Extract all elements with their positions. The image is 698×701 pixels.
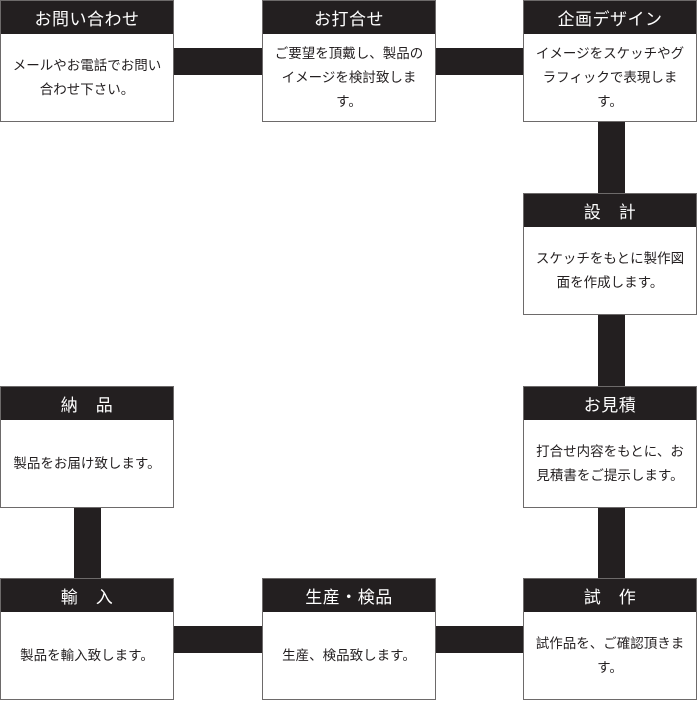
connector: [174, 626, 263, 653]
step-text: 試作品を、ご確認頂きます。: [535, 635, 685, 676]
step-title: お打合せ: [263, 1, 435, 34]
step-import: 輸 入製品を輸入致します。: [0, 578, 174, 700]
step-text: イメージをスケッチやグラフィックで表現します。: [535, 45, 685, 110]
step-text: 製品を輸入致します。: [20, 647, 154, 664]
step-title: お見積: [524, 387, 696, 420]
step-title: 試 作: [524, 579, 696, 612]
connector: [436, 48, 524, 75]
step-production: 生産・検品生産、検品致します。: [262, 578, 436, 700]
step-title: 納 品: [1, 387, 173, 420]
step-title: 設 計: [524, 194, 696, 227]
step-title: 生産・検品: [263, 579, 435, 612]
step-quote: お見積打合せ内容をもとに、お見積書をご提示します。: [523, 386, 697, 508]
step-prototype: 試 作試作品を、ご確認頂きます。: [523, 578, 697, 700]
step-inquiry: お問い合わせメールやお電話でお問い合わせ下さい。: [0, 0, 174, 122]
connector: [436, 626, 524, 653]
step-text: 生産、検品致します。: [282, 647, 416, 664]
step-text: 打合せ内容をもとに、お見積書をご提示します。: [536, 443, 684, 484]
step-engineering: 設 計スケッチをもとに製作図面を作成します。: [523, 193, 697, 315]
step-text: 製品をお届け致します。: [13, 455, 161, 472]
step-text: ご要望を頂戴し、製品のイメージを検討致します。: [274, 45, 424, 110]
step-design: 企画デザインイメージをスケッチやグラフィックで表現します。: [523, 0, 697, 122]
connector: [598, 122, 625, 194]
step-title: 輸 入: [1, 579, 173, 612]
step-title: お問い合わせ: [1, 1, 173, 34]
connector: [598, 315, 625, 387]
step-text: メールやお電話でお問い合わせ下さい。: [12, 57, 162, 98]
connector: [174, 48, 263, 75]
step-text: スケッチをもとに製作図面を作成します。: [535, 250, 685, 291]
connector: [598, 507, 625, 579]
step-title: 企画デザイン: [524, 1, 696, 34]
connector: [74, 507, 101, 579]
step-delivery: 納 品製品をお届け致します。: [0, 386, 174, 508]
step-meeting: お打合せご要望を頂戴し、製品のイメージを検討致します。: [262, 0, 436, 122]
